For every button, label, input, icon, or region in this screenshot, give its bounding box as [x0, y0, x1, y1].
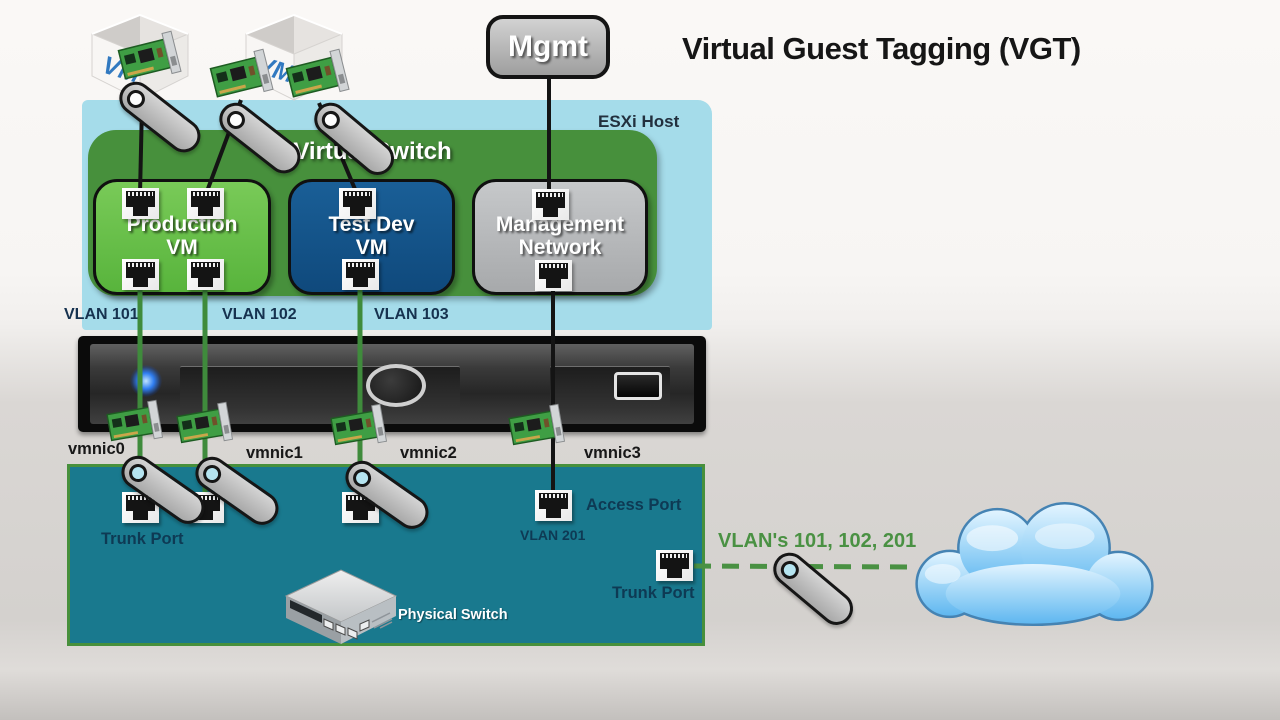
ethernet-port-icon [187, 188, 224, 219]
mgmt-node: Mgmt [486, 15, 610, 79]
trunk-port-right-icon [656, 550, 693, 581]
ethernet-port-icon [122, 259, 159, 290]
esxi-host-label: ESXi Host [598, 112, 680, 131]
vlan-101-label: VLAN 101 [64, 306, 139, 323]
vlan-103-label: VLAN 103 [374, 306, 449, 323]
vlan-102-label: VLAN 102 [222, 306, 297, 323]
ethernet-port-icon [187, 259, 224, 290]
vmnic3-label: vmnic3 [584, 444, 641, 462]
trunk-port-left-label: Trunk Port [101, 530, 184, 548]
access-port-icon [535, 490, 572, 521]
vmnic1-label: vmnic1 [246, 444, 303, 462]
access-port-label: Access Port [586, 496, 682, 514]
ethernet-port-icon [532, 189, 569, 220]
access-port-vlan-label: VLAN 201 [520, 527, 586, 543]
ethernet-port-icon [535, 260, 572, 291]
cloud-icon [915, 501, 1154, 627]
page-title: Virtual Guest Tagging (VGT) [682, 31, 1081, 66]
ethernet-port-icon [122, 188, 159, 219]
mgmt-node-label: Mgmt [508, 30, 588, 63]
link-trunk-to-cloud [693, 563, 911, 570]
trunk-port-right-label: Trunk Port [612, 584, 695, 602]
vmnic0-label: vmnic0 [68, 440, 125, 458]
server-chassis [78, 336, 706, 432]
physical-switch-icon [284, 569, 398, 644]
drive-slot-icon [614, 372, 662, 400]
vmnic2-label: vmnic2 [400, 444, 457, 462]
physical-switch-label: Physical Switch [398, 607, 508, 623]
port-group-management-label: Management Network [495, 213, 625, 259]
power-button-icon [366, 364, 426, 407]
power-led-icon [130, 365, 162, 397]
ethernet-port-icon [339, 188, 376, 219]
ethernet-port-icon [342, 259, 379, 290]
uplink-vlans-label: VLAN's 101, 102, 201 [718, 530, 917, 552]
